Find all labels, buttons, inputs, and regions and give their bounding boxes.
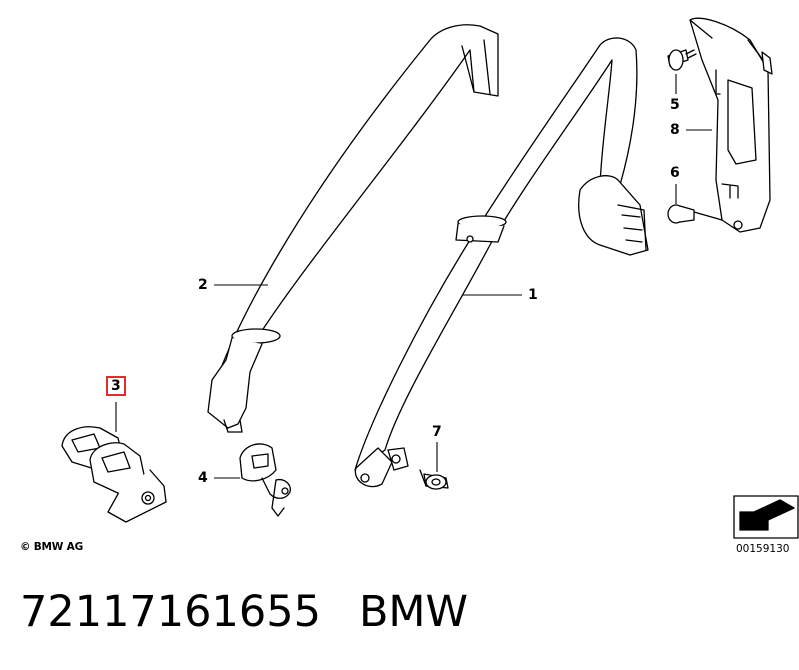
diagram-reference-number: 00159130 xyxy=(736,543,790,555)
latch-plate-4 xyxy=(239,443,291,517)
copyright-notice: © BMW AG xyxy=(20,541,83,553)
callout-2: 2 xyxy=(198,277,208,293)
bracket-8 xyxy=(689,17,773,233)
callout-6: 6 xyxy=(670,165,680,181)
anchor-plate-1 xyxy=(354,447,409,488)
callout-4: 4 xyxy=(198,470,208,486)
callout-5: 5 xyxy=(670,97,680,113)
parts-diagram xyxy=(61,17,799,539)
direction-arrow-icon xyxy=(733,495,799,539)
screw-6 xyxy=(667,204,723,224)
brand-name: BMW xyxy=(358,587,469,637)
bolt-7 xyxy=(419,469,449,490)
callout-8: 8 xyxy=(670,122,680,138)
retractor xyxy=(578,175,649,256)
belt-tongue-2 xyxy=(207,328,281,433)
footer-caption: 72117161655 BMW xyxy=(20,586,468,638)
callout-3: 3 xyxy=(106,376,126,396)
belt-guide xyxy=(455,215,507,243)
buckle-assembly-3 xyxy=(61,426,167,523)
part-number: 72117161655 xyxy=(20,587,321,637)
callout-1: 1 xyxy=(528,287,538,303)
belt-strap-2 xyxy=(209,24,499,401)
screw-5 xyxy=(667,49,697,71)
callout-7: 7 xyxy=(432,424,442,440)
